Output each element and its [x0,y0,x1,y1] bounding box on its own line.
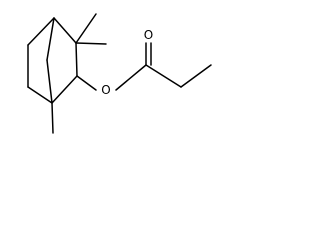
ring-bond [27,86,53,104]
skeletal-structure: O O [27,13,212,134]
bridge-bond [46,59,53,104]
ring-bond [51,75,78,104]
ester-bond [115,64,147,91]
ring-bond [53,17,77,44]
ester-oxygen-label: O [101,83,110,97]
chain-bond [180,64,212,88]
methyl-bond [75,13,97,44]
chain-bond [145,64,182,88]
bridge-bond [46,17,55,61]
ring-bond [27,17,55,46]
ester-bond [76,75,97,91]
ring-bond [75,42,78,77]
carbonyl-double-bond [145,42,152,66]
carbonyl-oxygen-label: O [144,28,153,42]
methyl-bond [75,42,107,45]
methyl-bond [51,102,54,134]
